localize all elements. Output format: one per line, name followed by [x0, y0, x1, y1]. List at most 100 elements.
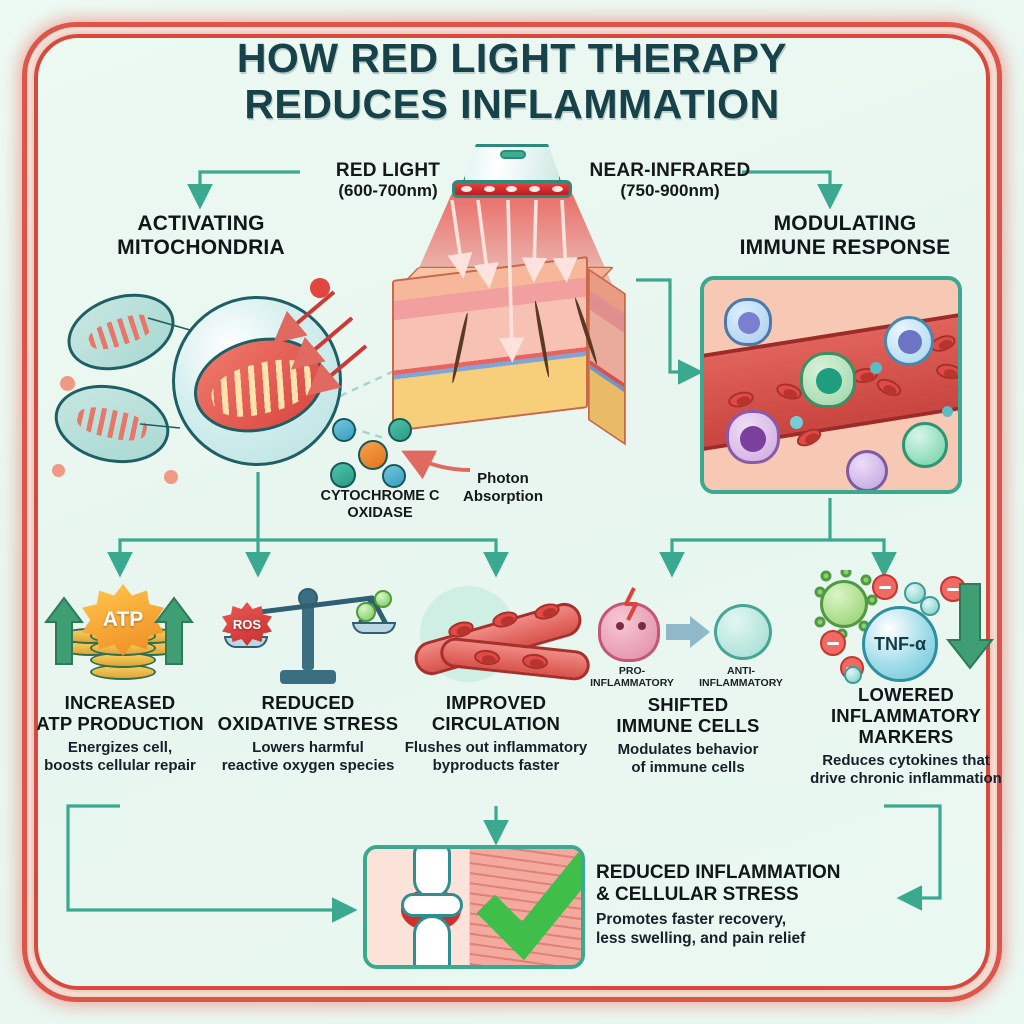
balance-scale-icon: ROS — [208, 578, 408, 688]
benefit-title-line3: MARKERS — [858, 726, 954, 748]
benefit-title: IMPROVED CIRCULATION — [396, 692, 596, 734]
cell-eye-right — [638, 622, 646, 630]
platelet-dot — [790, 416, 803, 429]
platelet-dot — [870, 362, 882, 374]
page-title-line1: HOW RED LIGHT THERAPY — [236, 35, 788, 81]
benefit-desc-line1: Reduces cytokines that — [822, 752, 990, 770]
immune-response-panel — [700, 276, 962, 494]
anti-label-line1: ANTI- — [727, 665, 755, 677]
immune-cell-nucleus — [738, 312, 760, 334]
bone-upper — [413, 849, 451, 899]
benefit-card-circulation: IMPROVED CIRCULATION Flushes out inflamm… — [396, 578, 596, 775]
up-arrow-icons — [44, 596, 194, 665]
near-infrared-name: NEAR-INFRARED — [589, 160, 751, 181]
benefit-desc-line2: byproducts faster — [432, 757, 560, 775]
immune-cell-teal — [902, 422, 948, 468]
cytokine-dot — [844, 666, 862, 684]
immune-cell-shift-icon: PRO- INFLAMMATORY ANTI- INFLAMMATORY — [588, 578, 788, 696]
benefit-title: REDUCED OXIDATIVE STRESS — [208, 692, 408, 734]
mechanism-left-line2: MITOCHONDRIA — [117, 236, 285, 260]
benefit-desc-line2: drive chronic inflammation — [810, 770, 1002, 788]
benefit-title-line1: IMPROVED — [445, 692, 547, 713]
result-panel — [363, 845, 585, 969]
benefit-desc: Energizes cell, boosts cellular repair — [20, 739, 220, 775]
benefit-title-line2: INFLAMMATORY — [830, 705, 982, 727]
atom-center — [358, 440, 388, 470]
cell-dot-3 — [164, 470, 178, 484]
benefit-desc-line1: Modulates behavior — [617, 741, 759, 759]
tnf-alpha-bubble: TNF-α — [862, 606, 938, 682]
benefit-title-line1: INCREASED — [64, 692, 176, 713]
benefit-card-immune-cells: PRO- INFLAMMATORY ANTI- INFLAMMATORY SHI… — [588, 578, 788, 777]
benefit-desc-line2: reactive oxygen species — [221, 757, 395, 775]
cell-dot-1 — [60, 376, 75, 391]
immune-cell-violet — [846, 450, 888, 490]
minus-badge — [872, 574, 898, 600]
scale-pan-right — [352, 622, 396, 634]
result-text: REDUCED INFLAMMATION & CELLULAR STRESS P… — [596, 862, 896, 948]
cytochrome-label-line2: OXIDASE — [347, 505, 413, 522]
cytochrome-label: CYTOCHROME C OXIDASE — [290, 488, 470, 523]
photon-dot — [310, 278, 330, 298]
bone-lower — [413, 915, 451, 965]
cytokine-dot — [920, 596, 940, 616]
benefit-title-line2: OXIDATIVE STRESS — [217, 713, 399, 735]
benefit-desc-line1: Energizes cell, — [67, 739, 173, 757]
red-light-range: (600-700nm) — [338, 181, 438, 201]
immune-cell-nucleus — [898, 330, 922, 354]
benefit-desc: Flushes out inflammatory byproducts fast… — [396, 739, 596, 775]
cytochrome-c-oxidase-icon — [330, 418, 418, 490]
result-desc-line1: Promotes faster recovery, — [596, 911, 787, 929]
benefit-title-line1: LOWERED — [858, 684, 954, 705]
immune-cell-nucleus — [740, 426, 766, 452]
atom-sw — [330, 462, 356, 488]
mitochondrion-zoom-icon — [172, 296, 342, 466]
checkmark-icon — [477, 853, 581, 961]
immune-cell-nucleus — [816, 368, 842, 394]
anti-inflammatory-cell — [714, 604, 772, 660]
virus-particle-icon — [820, 580, 868, 628]
benefit-title: LOWERED INFLAMMATORY MARKERS — [800, 684, 1012, 747]
benefit-desc-line1: Flushes out inflammatory — [404, 739, 588, 757]
scale-post — [302, 604, 314, 670]
page-title: HOW RED LIGHT THERAPY REDUCES INFLAMMATI… — [0, 35, 1024, 128]
page-title-line2: REDUCES INFLAMMATION — [244, 80, 780, 127]
pro-inflammatory-label: PRO- INFLAMMATORY — [586, 665, 678, 689]
near-infrared-label: NEAR-INFRARED (750-900nm) — [585, 160, 755, 201]
down-arrow-icon — [945, 583, 995, 670]
photon-absorption-line2: Absorption — [463, 488, 543, 505]
mechanism-right-line2: IMMUNE RESPONSE — [739, 236, 951, 260]
atom-ne — [388, 418, 412, 442]
shift-arrow-and-spark — [624, 587, 710, 648]
cytokine-dot — [904, 582, 926, 604]
benefit-desc: Modulates behavior of immune cells — [588, 741, 788, 777]
skin-cross-section-icon — [392, 250, 630, 446]
mechanism-heading-right: MODULATING IMMUNE RESPONSE — [700, 212, 990, 261]
benefit-card-atp: ATP INCREASED ATP PRODUCTION Energizes c… — [20, 578, 220, 775]
blood-vessel-icon — [396, 578, 596, 688]
result-desc: Promotes faster recovery, less swelling,… — [596, 911, 896, 948]
result-title: REDUCED INFLAMMATION & CELLULAR STRESS — [596, 862, 896, 906]
benefit-desc: Lowers harmful reactive oxygen species — [208, 739, 408, 775]
result-title-line1: REDUCED INFLAMMATION — [596, 862, 841, 883]
atom-se — [382, 464, 406, 488]
mitochondrion-icon-1 — [57, 280, 185, 384]
cristae — [206, 351, 320, 425]
scale-base — [280, 670, 336, 684]
photon-absorption-line1: Photon — [477, 470, 529, 487]
benefit-desc: Reduces cytokines that drive chronic inf… — [800, 752, 1012, 788]
benefit-title-line2: CIRCULATION — [431, 713, 561, 735]
benefit-title: SHIFTED IMMUNE CELLS — [588, 694, 788, 736]
anti-inflammatory-label: ANTI- INFLAMMATORY — [694, 665, 788, 689]
mechanism-left-line1: ACTIVATING — [137, 212, 265, 235]
anti-label-line2: INFLAMMATORY — [699, 676, 783, 689]
mitochondrion-matrix — [183, 324, 335, 446]
benefit-title-line1: REDUCED — [261, 692, 355, 713]
benefit-title: INCREASED ATP PRODUCTION — [20, 692, 220, 734]
molecule-dot — [374, 590, 392, 608]
atom-nw — [332, 418, 356, 442]
platelet-dot — [942, 406, 953, 417]
result-title-line2: & CELLULAR STRESS — [596, 884, 799, 906]
photon-absorption-label: Photon Absorption — [438, 470, 568, 506]
near-infrared-range: (750-900nm) — [620, 181, 720, 201]
